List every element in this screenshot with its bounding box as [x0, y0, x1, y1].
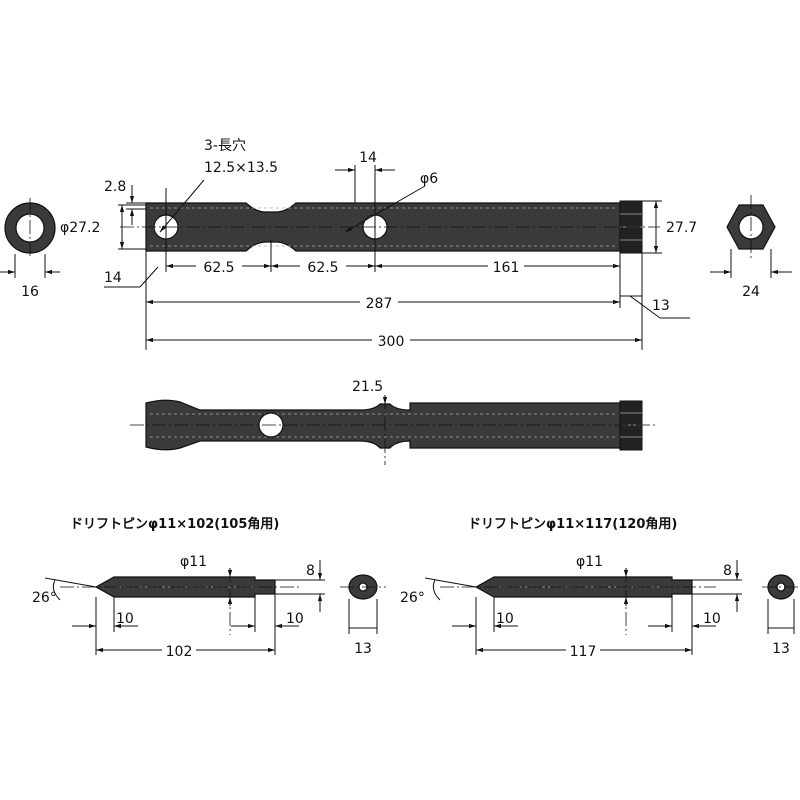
pin-tip-len-left: 10 [496, 611, 514, 627]
slot-note-line2: 12.5×13.5 [204, 160, 278, 176]
pin-tip-len-left: 10 [116, 611, 134, 627]
dim-14-left: 14 [104, 270, 122, 286]
round-end-view: 16 [0, 198, 60, 300]
dim-62-5-a: 62.5 [203, 260, 234, 276]
pin-length: 117 [570, 644, 597, 660]
bar-top-view: 16 3-長穴 12.5×13.5 14 φ6 2.8 [0, 138, 792, 350]
drift-pin-102: ドリフトピンφ11×102(105角用) φ11 26° 8 10 10 102 [32, 516, 386, 660]
pin-angle: 26° [400, 590, 425, 606]
drift-pin-117: ドリフトピンφ11×117(120角用) φ11 26° 8 10 10 117 [400, 516, 799, 660]
dim-16: 16 [21, 284, 39, 300]
pin-diameter: φ11 [576, 554, 603, 570]
dim-27-7: 27.7 [666, 220, 697, 236]
hex-end-view: 24 [710, 195, 792, 300]
pin-tip: 8 [306, 563, 315, 579]
pin-tip-len-right: 10 [286, 611, 304, 627]
pin-angle: 26° [32, 590, 57, 606]
bar-side-view: 21.5 [130, 379, 655, 465]
dim-287: 287 [366, 296, 393, 312]
dim-2-8: 2.8 [104, 179, 126, 195]
dim-phi27-2: φ27.2 [60, 220, 100, 236]
pin-tip: 8 [723, 563, 732, 579]
pin-title: ドリフトピンφ11×102(105角用) [70, 516, 279, 532]
dim-161: 161 [493, 260, 520, 276]
dim-300: 300 [378, 334, 405, 350]
pin-end-size: 13 [354, 641, 372, 657]
dim-21-5: 21.5 [352, 379, 383, 395]
slot-note-line1: 3-長穴 [204, 138, 246, 154]
pin-end-size: 13 [772, 641, 790, 657]
dim-24: 24 [742, 284, 760, 300]
pin-diameter: φ11 [180, 554, 207, 570]
pin-length: 102 [166, 644, 193, 660]
dim-phi6: φ6 [420, 171, 438, 187]
pin-title: ドリフトピンφ11×117(120角用) [468, 516, 677, 532]
dim-62-5-b: 62.5 [307, 260, 338, 276]
dim-13-bar: 13 [652, 298, 670, 314]
dim-14-top: 14 [359, 150, 377, 166]
pin-tip-len-right: 10 [703, 611, 721, 627]
